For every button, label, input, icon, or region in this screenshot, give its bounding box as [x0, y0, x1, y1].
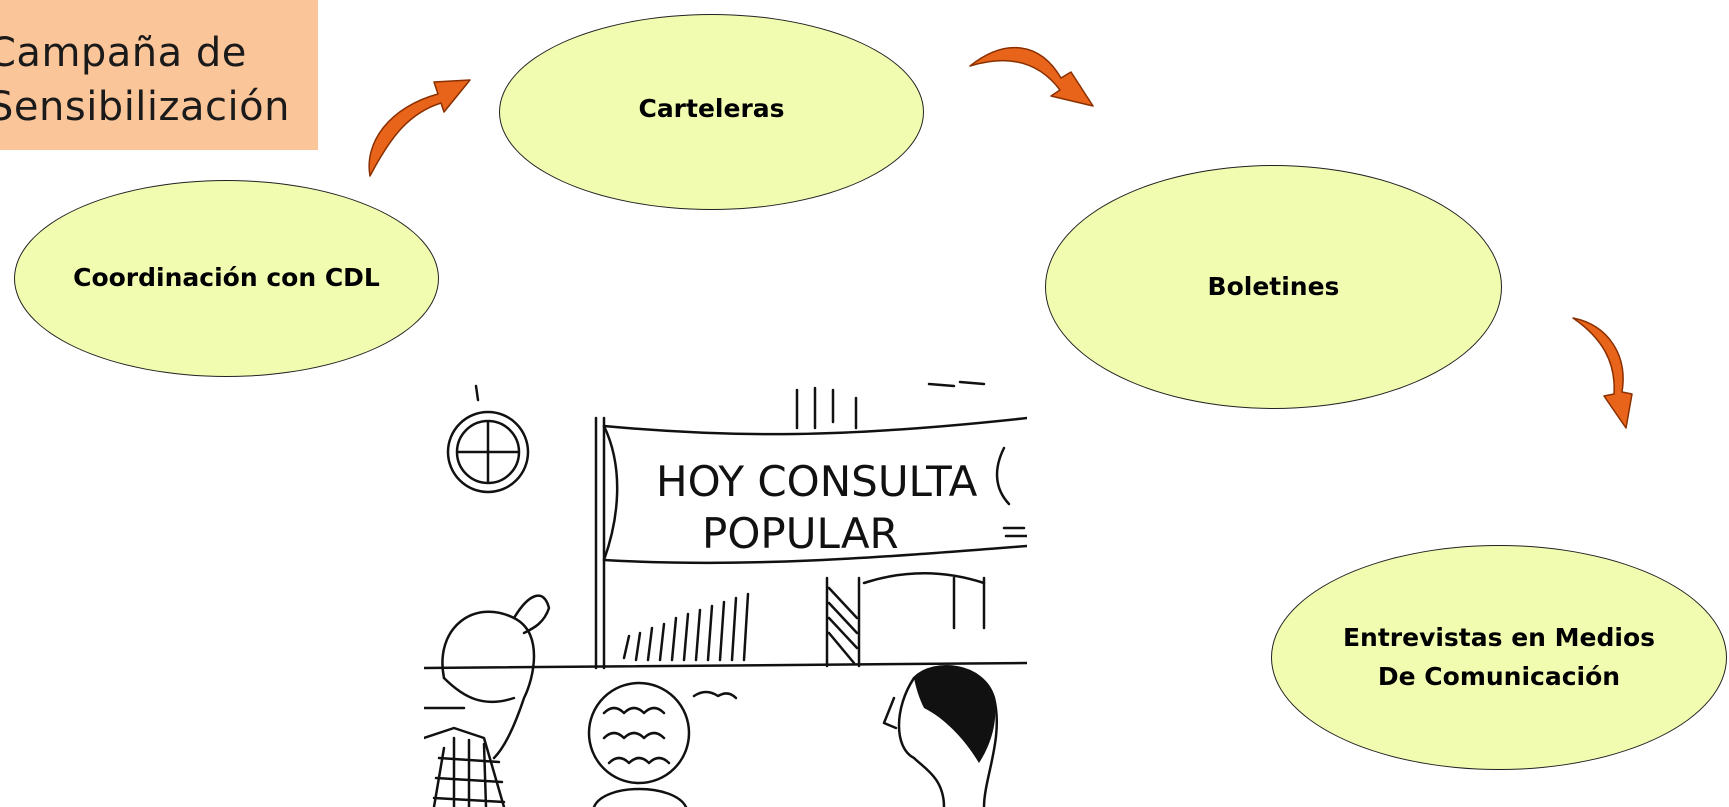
banner-text-line1: HOY CONSULTA: [656, 457, 978, 506]
node-boletines-label: Boletines: [1207, 271, 1340, 301]
node-entrevistas: Entrevistas en Medios De Comunicación: [1271, 545, 1727, 770]
banner-text-line2: POPULAR: [702, 509, 899, 558]
curved-arrow-icon: [1572, 317, 1633, 429]
title-line-1: Campaña de: [0, 30, 247, 76]
curved-arrow-icon: [368, 79, 471, 177]
node-carteleras-label: Carteleras: [638, 93, 785, 123]
cartoon-illustration: HOY CONSULTA POPULAR: [424, 378, 1027, 807]
node-coordinacion-label: Coordinación con CDL: [73, 263, 380, 293]
cartoon-drawing: HOY CONSULTA POPULAR: [424, 380, 1027, 807]
title-line-2: Sensibilización: [0, 84, 290, 130]
node-carteleras: Carteleras: [499, 14, 924, 210]
node-boletines: Boletines: [1045, 165, 1502, 409]
title-box: Campaña de Sensibilización: [0, 0, 318, 150]
node-entrevistas-label: Entrevistas en Medios De Comunicación: [1342, 622, 1656, 691]
node-coordinacion: Coordinación con CDL: [14, 180, 439, 377]
curved-arrow-icon: [969, 46, 1094, 107]
